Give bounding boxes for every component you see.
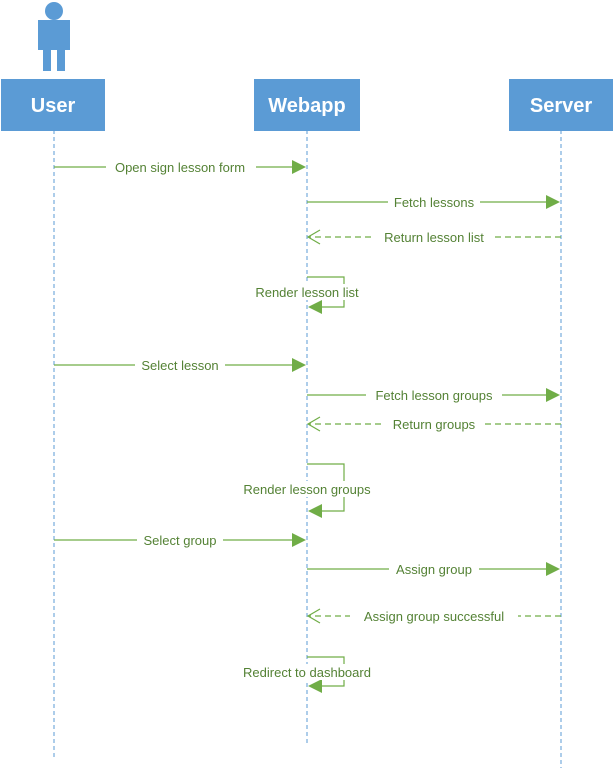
message-label: Select lesson: [141, 358, 218, 373]
message-label: Return lesson list: [384, 230, 484, 245]
message-label: Open sign lesson form: [115, 160, 245, 175]
header-server-label: Server: [530, 95, 592, 117]
header-webapp: Webapp: [254, 79, 360, 131]
header-webapp-label: Webapp: [268, 95, 345, 117]
message-select-lesson: Select lesson: [54, 357, 306, 373]
message-label: Fetch lesson groups: [375, 388, 493, 403]
message-fetch-lessons: Fetch lessons: [307, 194, 560, 210]
arrowhead: [292, 160, 306, 174]
arrowhead: [546, 195, 560, 209]
message-redirect-to-dashboard: Redirect to dashboard: [232, 656, 382, 693]
header-user: User: [1, 79, 105, 131]
message-label: Return groups: [393, 417, 476, 432]
message-label: Redirect to dashboard: [243, 665, 371, 680]
arrowhead: [292, 358, 306, 372]
header-user-label: User: [31, 95, 76, 117]
message-fetch-lesson-groups: Fetch lesson groups: [307, 387, 560, 403]
open-arrowhead: [306, 608, 321, 624]
message-label: Fetch lessons: [394, 195, 475, 210]
message-assign-group: Assign group: [307, 561, 560, 577]
message-render-lesson-list: Render lesson list: [246, 276, 368, 314]
message-label: Render lesson list: [255, 285, 359, 300]
message-return-lesson-list: Return lesson list: [306, 229, 561, 245]
message-label: Assign group successful: [364, 609, 504, 624]
message-select-group: Select group: [54, 532, 306, 548]
message-return-groups: Return groups: [306, 416, 561, 432]
message-open-sign-lesson-form: Open sign lesson form: [54, 159, 306, 175]
arrowhead: [308, 679, 322, 693]
header-server: Server: [509, 79, 613, 131]
arrowhead: [546, 562, 560, 576]
message-assign-group-successful: Assign group successful: [306, 608, 561, 624]
message-label: Render lesson groups: [243, 482, 371, 497]
arrowhead: [308, 504, 322, 518]
open-arrowhead: [306, 229, 321, 245]
person-icon: [38, 2, 70, 71]
arrowhead: [546, 388, 560, 402]
arrowhead: [308, 300, 322, 314]
message-render-lesson-groups: Render lesson groups: [234, 463, 380, 518]
open-arrowhead: [306, 416, 321, 432]
message-label: Select group: [144, 533, 217, 548]
arrowhead: [292, 533, 306, 547]
message-label: Assign group: [396, 562, 472, 577]
